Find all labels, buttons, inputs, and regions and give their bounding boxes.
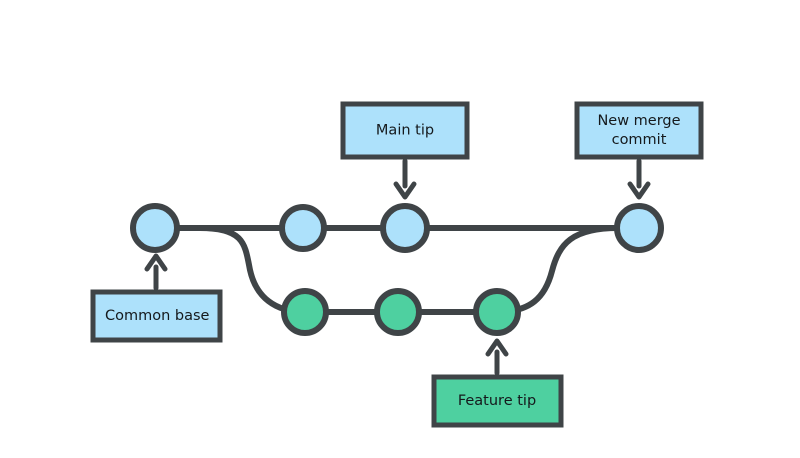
arrow-head-common-base — [144, 253, 168, 272]
commit-node-commit-main-tip[interactable] — [380, 203, 430, 253]
edge-merge-in — [494, 225, 621, 315]
label-text-common-base: Common base — [105, 308, 210, 324]
label-main-tip[interactable]: Main tip — [340, 101, 470, 200]
label-box-feature-tip — [431, 374, 564, 428]
commit-node-commit-feat-tip[interactable] — [473, 288, 521, 336]
commit-nodes-group — [130, 203, 664, 336]
commit-node-commit-feat-1[interactable] — [281, 288, 329, 336]
arrow-head-main-tip — [393, 181, 417, 200]
label-feature-tip[interactable]: Feature tip — [431, 338, 564, 428]
annotation-labels-group: Common base Main tip New merge commitFeatur… — [90, 101, 704, 428]
label-box-common-base — [90, 289, 223, 343]
arrow-head-feature-tip — [485, 338, 509, 357]
label-box-new-merge-commit — [574, 101, 704, 160]
commit-node-commit-feat-2[interactable] — [374, 288, 422, 336]
label-common-base[interactable]: Common base — [90, 253, 223, 343]
label-text-new-merge-commit: New merge — [597, 113, 680, 129]
label-box-main-tip — [340, 101, 470, 160]
commit-node-commit-base[interactable] — [130, 203, 180, 253]
commit-node-commit-merge[interactable] — [614, 203, 664, 253]
label-new-merge-commit[interactable]: New merge commit — [574, 101, 704, 200]
label-text-main-tip: Main tip — [376, 123, 434, 139]
edge-branch-off — [197, 225, 308, 315]
label-text-new-merge-commit: commit — [612, 132, 667, 148]
arrow-head-new-merge-commit — [627, 181, 651, 200]
label-text-feature-tip: Feature tip — [458, 393, 536, 409]
commit-node-commit-main-1[interactable] — [279, 204, 327, 252]
